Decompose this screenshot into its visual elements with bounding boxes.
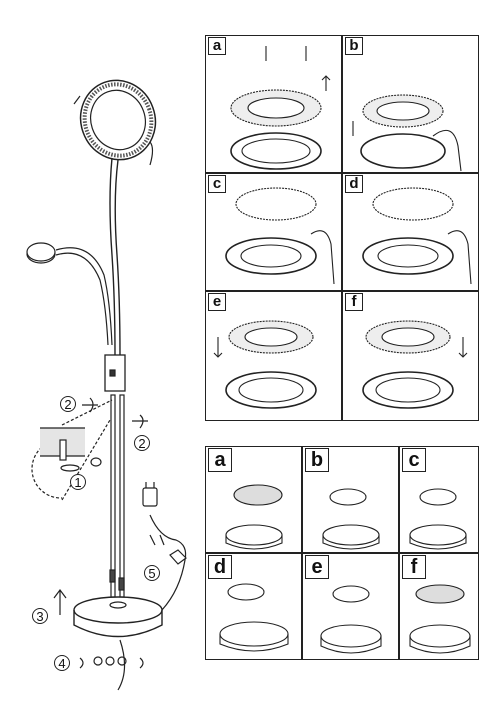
- panel-letter: e: [208, 293, 226, 311]
- panel-letter: c: [208, 175, 226, 193]
- step-number: 4: [54, 655, 70, 671]
- panel-letter: f: [402, 555, 426, 579]
- step-number: 3: [32, 608, 48, 624]
- lower-panel-c: c: [399, 446, 479, 553]
- step-number: 2: [134, 435, 150, 451]
- upper-panel-e: e: [205, 291, 342, 421]
- panel-letter: f: [345, 293, 363, 311]
- panel-letter: b: [305, 448, 329, 472]
- upper-panel-b: b: [342, 35, 479, 173]
- panel-letter: a: [208, 448, 232, 472]
- step-number: 5: [144, 565, 160, 581]
- lower-panel-d: d: [205, 553, 302, 660]
- panel-letter: d: [208, 555, 232, 579]
- panel-letter: b: [345, 37, 363, 55]
- step-number: 1: [70, 474, 86, 490]
- upper-panel-a: a: [205, 35, 342, 173]
- lower-panel-e: e: [302, 553, 399, 660]
- upper-panel-d: d: [342, 173, 479, 291]
- lower-panel-f: f: [399, 553, 479, 660]
- panel-letter: a: [208, 37, 226, 55]
- panel-letter: d: [345, 175, 363, 193]
- lower-panel-a: a: [205, 446, 302, 553]
- upper-panel-f: f: [342, 291, 479, 421]
- upper-panel-c: c: [205, 173, 342, 291]
- panel-letter: e: [305, 555, 329, 579]
- lower-panel-b: b: [302, 446, 399, 553]
- step-number: 2: [60, 396, 76, 412]
- panel-letter: c: [402, 448, 426, 472]
